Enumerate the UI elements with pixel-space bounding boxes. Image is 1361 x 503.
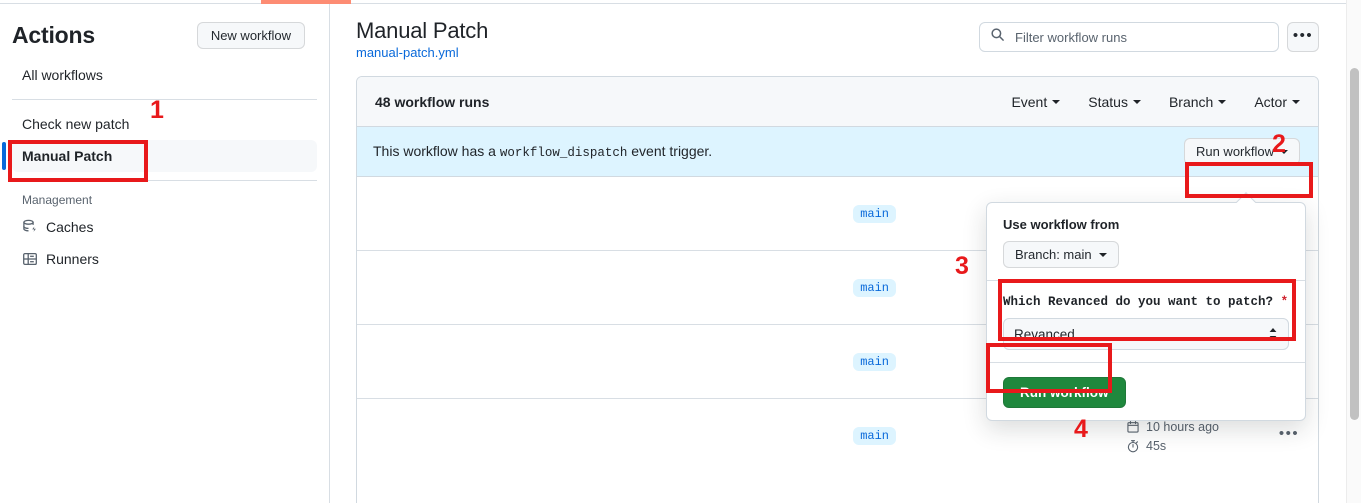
branch-badge[interactable]: main (853, 278, 896, 297)
dispatch-text-before: This workflow has a (373, 143, 496, 159)
sidebar-item-runners[interactable]: Runners (12, 243, 317, 275)
filter-event[interactable]: Event (1011, 93, 1061, 110)
stopwatch-icon (1126, 439, 1140, 453)
filter-branch[interactable]: Branch (1168, 93, 1227, 110)
sidebar-item-caches[interactable]: Caches (12, 211, 317, 243)
run-workflow-button-label: Run workflow (1195, 144, 1274, 159)
table-row[interactable]: main (357, 177, 1318, 251)
more-options-button[interactable]: ••• (1287, 22, 1319, 52)
branch-badge[interactable]: main (853, 352, 896, 371)
run-duration-label: 45s (1146, 438, 1167, 453)
server-icon (22, 251, 38, 267)
table-row[interactable]: main (357, 251, 1318, 325)
revanced-select-value: Revanced (1014, 326, 1075, 342)
cache-icon (22, 219, 38, 235)
submit-run-workflow-button[interactable]: Run workflow (1003, 377, 1126, 408)
header-actions: ••• (979, 22, 1319, 52)
run-workflow-dropdown-panel: Use workflow from Branch: main Which Rev… (986, 192, 1306, 421)
dispatch-text-after: event trigger. (631, 143, 713, 159)
run-duration: 45s (1126, 439, 1276, 453)
sidebar-divider-1 (12, 99, 317, 100)
chevron-down-icon (1218, 99, 1227, 104)
filter-actor-label: Actor (1254, 93, 1287, 110)
use-workflow-from-section: Use workflow from Branch: main (987, 203, 1305, 281)
run-timestamp: 10 hours ago (1126, 420, 1276, 434)
workflow-input-label: Which Revanced do you want to patch? * (1003, 295, 1289, 309)
chevron-down-icon (1292, 99, 1300, 104)
run-workflow-dropdown-button[interactable]: Run workflow (1183, 138, 1300, 165)
calendar-icon (1126, 420, 1140, 434)
chevron-down-icon (1052, 99, 1061, 104)
top-accent-strip (261, 0, 351, 4)
sidebar-title: Actions (12, 22, 95, 48)
required-marker: * (1280, 295, 1289, 309)
run-timestamp-label: 10 hours ago (1146, 419, 1219, 434)
workflow-dispatch-banner: This workflow has a workflow_dispatch ev… (357, 127, 1318, 177)
sidebar-item-manual-patch[interactable]: Manual Patch (2, 140, 317, 172)
chevron-down-icon (1132, 99, 1141, 104)
chevron-down-icon (1280, 149, 1288, 154)
run-row-meta: 10 hours ago 45s (1126, 420, 1276, 453)
select-updown-icon (1268, 327, 1278, 341)
filters-group: Event Status Branch Actor (1011, 94, 1300, 110)
sidebar: Actions New workflow All workflows Check… (0, 4, 330, 503)
sidebar-item-label: Runners (46, 251, 99, 267)
search-box[interactable] (979, 22, 1279, 52)
workflow-input-label-text: Which Revanced do you want to patch? (1003, 295, 1274, 309)
main-header: Manual Patch manual-patch.yml ••• (330, 4, 1341, 62)
runs-toolbar: 48 workflow runs Event Status Branch (357, 77, 1318, 127)
sidebar-item-label: Manual Patch (22, 148, 113, 164)
sidebar-nav: All workflows Check new patch Manual Pat… (0, 59, 329, 275)
use-workflow-from-label: Use workflow from (1003, 217, 1120, 232)
filter-branch-label: Branch (1168, 93, 1214, 110)
page-scrollbar[interactable] (1346, 0, 1361, 503)
branch-selector-label: Branch: main (1015, 247, 1092, 262)
row-more-button[interactable]: ••• (1278, 424, 1300, 442)
sidebar-item-label: Check new patch (22, 116, 130, 132)
page-title: Manual Patch (356, 18, 489, 43)
page-heading-group: Manual Patch manual-patch.yml (356, 18, 488, 62)
workflow-input-section: Which Revanced do you want to patch? * R… (987, 281, 1305, 363)
branch-badge[interactable]: main (853, 427, 896, 445)
sidebar-item-check-new-patch[interactable]: Check new patch (12, 108, 317, 140)
scrollbar-thumb[interactable] (1350, 68, 1359, 420)
dispatch-banner-text: This workflow has a workflow_dispatch ev… (373, 143, 712, 160)
top-divider (0, 3, 1361, 4)
search-input[interactable] (1013, 28, 1268, 46)
table-row[interactable]: main 10 hours ago (357, 399, 1318, 473)
new-workflow-button[interactable]: New workflow (196, 22, 305, 49)
filter-status[interactable]: Status (1088, 94, 1141, 110)
filter-event-label: Event (1011, 93, 1048, 110)
filter-status-label: Status (1088, 93, 1128, 110)
search-icon (990, 27, 1005, 47)
dispatch-event-code: workflow_dispatch (499, 146, 628, 160)
revanced-select[interactable]: Revanced (1003, 318, 1289, 350)
sidebar-header: Actions New workflow (0, 4, 329, 59)
runs-count-label: 48 workflow runs (375, 93, 490, 110)
sidebar-item-all-workflows[interactable]: All workflows (12, 59, 317, 91)
submit-section: Run workflow (987, 363, 1305, 420)
branch-selector-button[interactable]: Branch: main (1003, 241, 1119, 268)
sidebar-divider-2 (12, 180, 317, 181)
chevron-down-icon (1098, 252, 1107, 257)
sidebar-section-management: Management (22, 193, 93, 207)
sidebar-item-label: Caches (46, 219, 94, 235)
filter-actor[interactable]: Actor (1254, 94, 1300, 110)
workflow-file-link[interactable]: manual-patch.yml (356, 45, 459, 60)
branch-badge[interactable]: main (853, 204, 896, 223)
sidebar-item-label: All workflows (22, 67, 103, 83)
